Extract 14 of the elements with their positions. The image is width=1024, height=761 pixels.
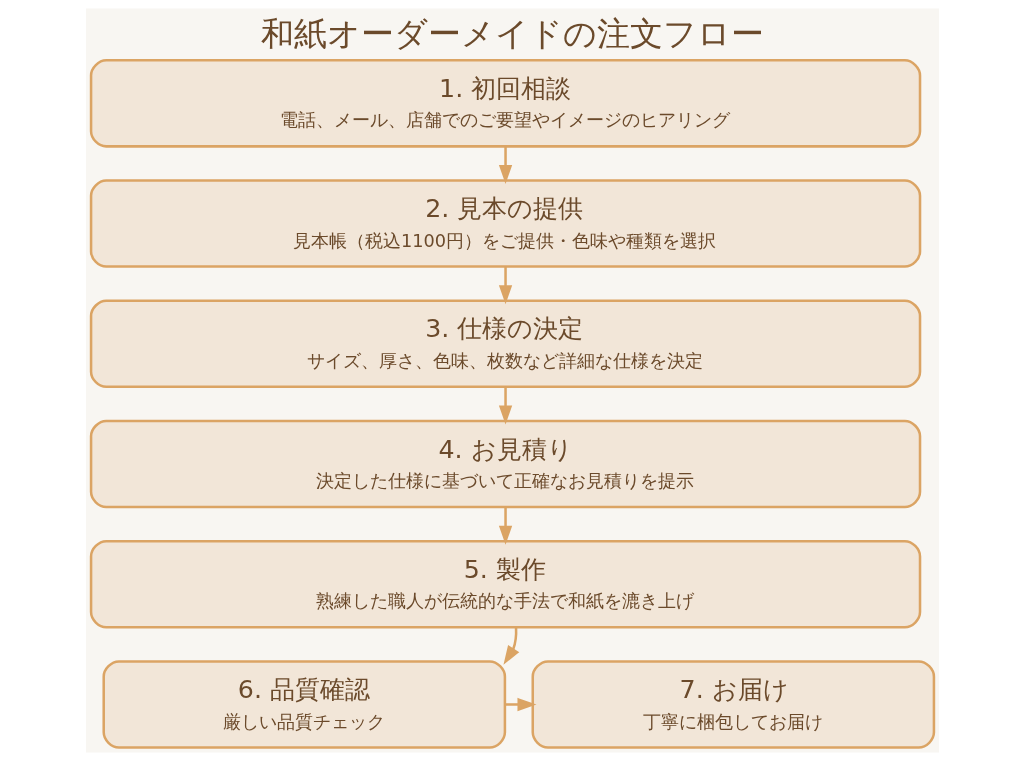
arrow [498, 386, 512, 425]
arrow [503, 627, 519, 665]
arrow [498, 146, 512, 185]
diagram-title: 和紙オーダーメイドの注文フロー [260, 13, 764, 53]
node-box: 4. お見積り 決定した仕様に基づいて正確なお見積りを提示 [89, 419, 921, 509]
arrow [498, 507, 512, 545]
node-box: 3. 仕様の決定 サイズ、厚さ、色味、枚数など詳細な仕様を決定 [89, 299, 921, 389]
node-box: 5. 製作 熟練した職人が伝統的な手法で和紙を漉き上げ [89, 539, 921, 629]
node-box: 1. 初回相談 電話、メール、店舗でのご要望やイメージのヒアリング [89, 59, 921, 148]
node-box: 7. お届け 丁寧に梱包してお届け [531, 660, 935, 749]
node-box: 2. 見本の提供 見本帳（税込1100円）をご提供・色味や種類を選択 [89, 179, 921, 268]
arrow [504, 697, 536, 712]
node-box: 6. 品質確認 厳しい品質チェック [101, 660, 506, 749]
arrow [498, 266, 512, 305]
